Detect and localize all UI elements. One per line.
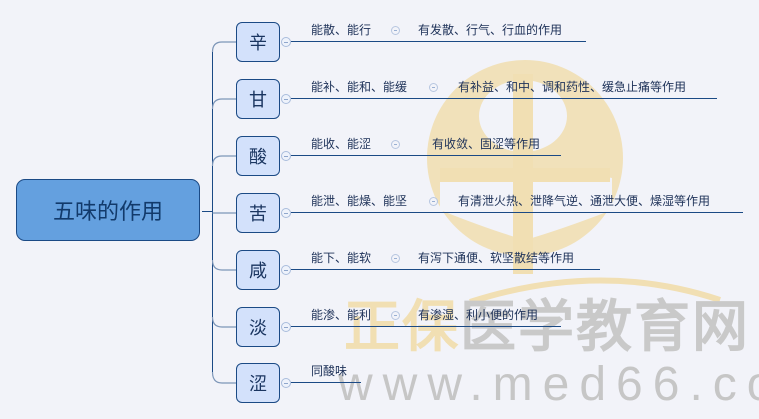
- collapse-toggle-icon[interactable]: [391, 26, 400, 35]
- topic-xian[interactable]: 咸: [236, 250, 280, 290]
- collapse-toggle-icon[interactable]: [281, 265, 291, 275]
- branch-line: [291, 269, 600, 270]
- root-topic[interactable]: 五味的作用: [16, 179, 200, 241]
- topic-label: 辛: [249, 33, 267, 54]
- branch-line: [291, 382, 361, 383]
- spine-connector: [212, 52, 213, 372]
- elbow-curves: [211, 41, 236, 384]
- collapse-toggle-icon[interactable]: [391, 254, 400, 263]
- collapse-toggle-icon[interactable]: [281, 151, 291, 161]
- collapse-toggle-icon[interactable]: [429, 83, 438, 92]
- collapse-toggle-icon[interactable]: [391, 311, 400, 320]
- collapse-toggle-icon[interactable]: [281, 378, 291, 388]
- action-label[interactable]: 能下、能软: [311, 251, 372, 265]
- topic-xin[interactable]: 辛: [236, 22, 280, 62]
- action-label[interactable]: 同酸味: [311, 364, 348, 378]
- action-label[interactable]: 能渗、能利: [311, 308, 372, 322]
- branch-line: [291, 155, 561, 156]
- topic-dan[interactable]: 淡: [236, 307, 280, 347]
- action-label[interactable]: 能泄、能燥、能坚: [311, 194, 408, 208]
- action-label[interactable]: 能补、能和、能缓: [311, 80, 408, 94]
- topic-gan[interactable]: 甘: [236, 79, 280, 119]
- topic-label: 淡: [249, 318, 267, 339]
- effect-label[interactable]: 有泻下通便、软坚散结等作用: [418, 251, 575, 265]
- action-label[interactable]: 能收、能涩: [311, 137, 372, 151]
- branch-line: [291, 41, 586, 42]
- effect-label[interactable]: 有渗湿、利小便的作用: [418, 308, 539, 322]
- root-connector: [202, 211, 212, 212]
- effect-label[interactable]: 有补益、和中、调和药性、缓急止痛等作用: [458, 80, 687, 94]
- collapse-toggle-icon[interactable]: [281, 94, 291, 104]
- collapse-toggle-icon[interactable]: [429, 197, 438, 206]
- topic-label: 苦: [249, 204, 267, 225]
- watermark-brand: 正保医学教育网: [344, 295, 750, 360]
- root-topic-label: 五味的作用: [52, 200, 163, 225]
- collapse-toggle-icon[interactable]: [281, 322, 291, 332]
- topic-label: 甘: [249, 90, 267, 111]
- collapse-toggle-icon[interactable]: [281, 208, 291, 218]
- effect-label[interactable]: 有收敛、固涩等作用: [432, 137, 541, 151]
- branch-line: [291, 212, 743, 213]
- topic-se[interactable]: 涩: [236, 363, 280, 403]
- effect-label[interactable]: 有清泄火热、泄降气逆、通泄大便、燥湿等作用: [458, 194, 711, 208]
- topic-suan[interactable]: 酸: [236, 136, 280, 176]
- topic-label: 涩: [249, 374, 267, 395]
- action-label[interactable]: 能散、能行: [311, 23, 372, 37]
- branch-line: [291, 98, 717, 99]
- topic-ku[interactable]: 苦: [236, 193, 280, 233]
- topic-label: 咸: [249, 261, 267, 282]
- collapse-toggle-icon[interactable]: [281, 37, 291, 47]
- branch-line: [291, 326, 561, 327]
- watermark-url: www.med66.com: [338, 358, 759, 411]
- collapse-toggle-icon[interactable]: [391, 140, 400, 149]
- effect-label[interactable]: 有发散、行气、行血的作用: [418, 23, 563, 37]
- topic-label: 酸: [249, 147, 267, 168]
